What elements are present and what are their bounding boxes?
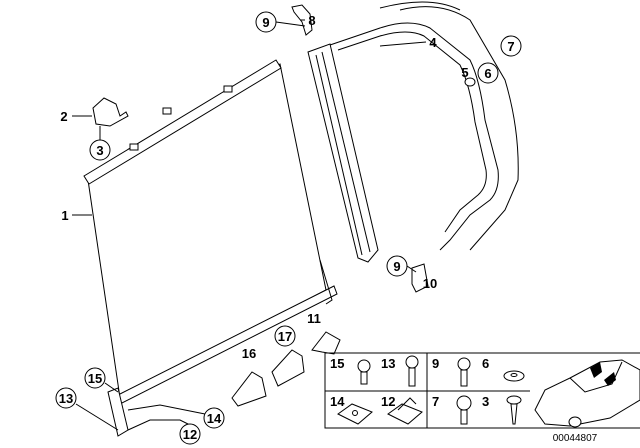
bracket-11 — [311, 331, 341, 355]
callout-16: 16 — [242, 346, 256, 361]
legend-9: 9 — [432, 356, 439, 371]
leader-lines — [72, 19, 427, 431]
clip-10 — [411, 263, 429, 293]
svg-text:9: 9 — [262, 15, 269, 30]
legend-12: 12 — [381, 394, 395, 409]
callout-1: 1 — [61, 208, 68, 223]
callout-3: 3 — [89, 139, 111, 161]
svg-text:6: 6 — [484, 66, 491, 81]
screw-13-icon — [405, 355, 419, 387]
callout-17: 17 — [274, 325, 296, 347]
callout-15: 15 — [84, 367, 106, 389]
callout-8: 8 — [308, 13, 315, 28]
clip-nut-14-icon — [337, 403, 373, 425]
pillar-trim — [307, 43, 379, 263]
svg-text:14: 14 — [207, 411, 222, 426]
roller-sunblind — [83, 59, 338, 437]
screw-9-icon — [457, 357, 471, 387]
svg-text:13: 13 — [59, 391, 73, 406]
fastener-legend-box: 15 13 9 6 14 12 7 3 — [324, 352, 640, 429]
callout-11: 11 — [307, 311, 321, 326]
svg-text:7: 7 — [507, 39, 514, 54]
callout-10: 10 — [423, 276, 437, 291]
screw-15-icon — [357, 359, 371, 385]
callout-5: 5 — [461, 65, 468, 80]
legend-3: 3 — [482, 394, 489, 409]
screw-3-icon — [506, 395, 522, 425]
callout-4: 4 — [429, 35, 437, 50]
nut-5 — [464, 77, 476, 87]
svg-text:9: 9 — [393, 259, 400, 274]
callout-9-top: 9 — [255, 11, 277, 33]
callout-6: 6 — [477, 62, 499, 84]
callout-9-bottom: 9 — [386, 255, 408, 277]
legend-13: 13 — [381, 356, 395, 371]
legend-15: 15 — [330, 356, 344, 371]
callout-2: 2 — [60, 109, 67, 124]
svg-text:3: 3 — [96, 143, 103, 158]
legend-14: 14 — [330, 394, 345, 409]
cover-16 — [231, 371, 267, 407]
bracket-2 — [92, 97, 129, 127]
callout-13: 13 — [55, 387, 77, 409]
car-location-icon — [534, 359, 640, 428]
legend-6: 6 — [482, 356, 489, 371]
diagram-reference-number: 00044807 — [553, 433, 598, 444]
svg-text:12: 12 — [183, 427, 197, 442]
svg-text:15: 15 — [88, 371, 102, 386]
rear-window-frame — [329, 1, 519, 251]
washer-6-icon — [503, 370, 525, 382]
legend-7: 7 — [432, 394, 439, 409]
callout-12: 12 — [179, 423, 201, 445]
screw-7-icon — [456, 395, 472, 425]
clip-12-icon — [387, 397, 423, 425]
cover-17 — [271, 349, 305, 387]
svg-text:17: 17 — [278, 329, 292, 344]
callout-14: 14 — [203, 407, 225, 429]
callout-7: 7 — [500, 35, 522, 57]
